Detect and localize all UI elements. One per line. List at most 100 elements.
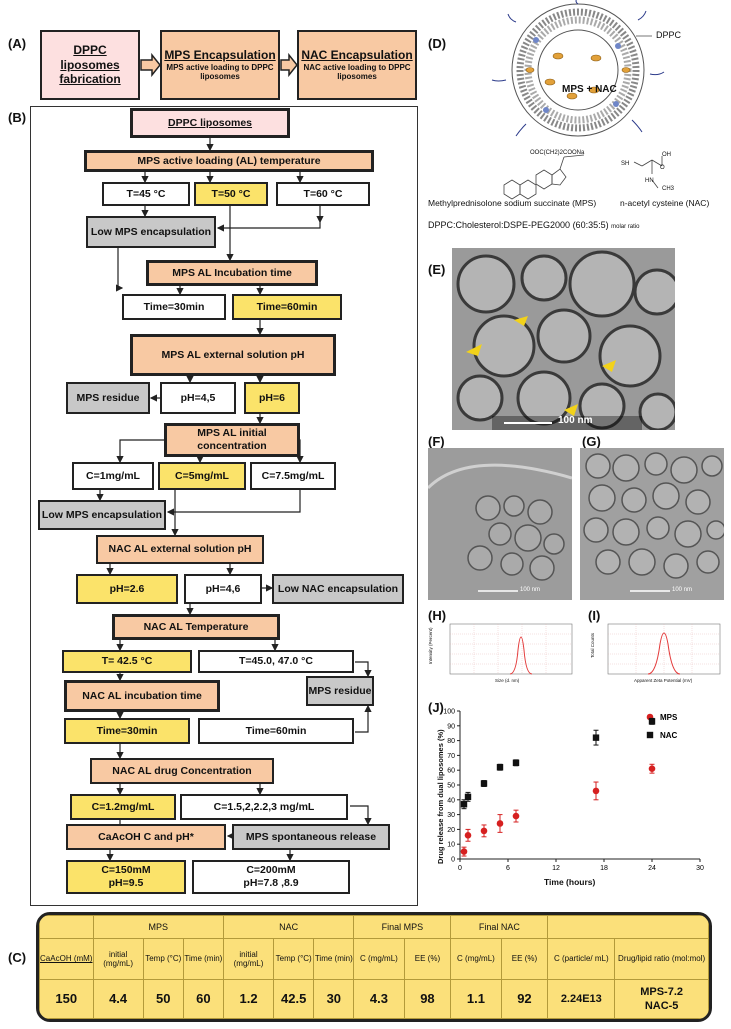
legend-marker-nac: [646, 731, 654, 739]
nac-hn-text: HN: [645, 178, 654, 184]
nac-ch3-text: CH3: [662, 186, 675, 192]
nac-point: [460, 801, 468, 808]
ntime60-label: Time=60min: [245, 724, 307, 737]
t60-label: T=60 °C: [303, 187, 343, 200]
zeta-plot-xlabel: Apparent Zeta Potential (mV): [634, 678, 693, 683]
ntime30-box: Time=30min: [64, 718, 190, 744]
nac-incubation-time-box: NAC AL incubation time: [64, 680, 220, 712]
y-tick-label: 80: [447, 738, 455, 745]
value-drug-lipid-nac: NAC-5: [644, 999, 679, 1012]
mps-formula-text: OOC(CH2)2COONa: [530, 150, 585, 156]
panel-label-c: (C): [8, 950, 27, 965]
low-mps-encapsulation-box-2: Low MPS encapsulation: [38, 500, 166, 530]
col-header-drug-lipid: Drug/lipid ratio (mol:mol): [614, 937, 709, 980]
x-tick-label: 0: [458, 865, 462, 872]
step-dppc-fabrication: DPPC liposomes fabrication: [40, 30, 140, 100]
value-mps-initial: 4.4: [92, 978, 144, 1019]
value-final-nac-c: 1.1: [450, 978, 502, 1019]
mps-concentration-label: MPS AL initial concentration: [197, 427, 267, 452]
value-final-mps-c: 4.3: [353, 978, 405, 1019]
col-header-final-mps-c: C (mg/mL): [353, 937, 405, 980]
t45-47-label: T=45.0, 47.0 °C: [239, 655, 313, 668]
ph45-label: pH=4,5: [180, 391, 216, 404]
mps-residue-1-label: MPS residue: [76, 391, 140, 404]
c200-label: C=200mM: [246, 864, 296, 877]
mps-residue-2-label: MPS residue: [308, 684, 372, 697]
c1-label: C=1mg/mL: [86, 469, 140, 482]
ph46-box: pH=4,6: [184, 574, 262, 604]
mps-ph-label: MPS AL external solution pH: [161, 348, 305, 361]
mps-name-label: Methylprednisolone sodium succinate (MPS…: [428, 198, 597, 208]
panel-label-f: (F): [428, 434, 445, 449]
flowchart-frame: [30, 106, 418, 906]
parameters-table-grid: MPS NAC Final MPS Final NAC CaAcOH (mM) …: [39, 915, 709, 1019]
nac-point: [592, 734, 600, 741]
mps-point: [480, 827, 488, 835]
nac-temperature-box: NAC AL Temperature: [112, 614, 280, 640]
mps-residue-box-2: MPS residue: [306, 676, 374, 706]
mps-temperature-box: MPS active loading (AL) temperature: [84, 150, 374, 172]
step-mps-encapsulation: MPS Encapsulation MPS active loading to …: [160, 30, 280, 100]
c12-box: C=1.2mg/mL: [70, 794, 176, 820]
nac-point: [496, 764, 504, 771]
vesicles-g: [583, 452, 724, 592]
t45-label: T=45 °C: [126, 187, 166, 200]
panel-label-h: (H): [428, 608, 447, 623]
legend-label-nac: NAC: [660, 731, 678, 740]
ph6-label: pH=6: [259, 391, 285, 404]
zeta-potential-plot: [607, 623, 721, 675]
panel-label-a: (A): [8, 36, 27, 51]
cryo-tem-image-g: 100 nm: [580, 448, 724, 600]
mps-concentration-box: MPS AL initial concentration: [164, 423, 300, 457]
legend-label-mps: MPS: [660, 713, 678, 722]
x-tick-label: 6: [506, 865, 510, 872]
panel-label-d: (D): [428, 36, 447, 51]
ph45-box: pH=4,5: [160, 382, 236, 414]
size-plot-ylabel: Intensity (Percent): [428, 627, 433, 664]
mps-point: [460, 848, 468, 855]
mps-spontaneous-label: MPS spontaneous release: [245, 830, 377, 843]
mps-incubation-time-label: MPS AL Incubation time: [172, 266, 292, 279]
nac-sh-text: SH: [621, 161, 630, 167]
y-tick-label: 90: [447, 723, 455, 730]
step-mps-title: MPS Encapsulation: [164, 48, 276, 63]
scale-label-f: 100 nm: [520, 587, 541, 593]
mps-point: [512, 812, 520, 820]
col-header-mps-temp: Temp (°C): [142, 937, 184, 980]
col-header-nac-temp: Temp (°C): [273, 937, 315, 980]
col-header-mps-time: Time (min): [182, 937, 224, 980]
flowchart-connectors: [96, 138, 372, 862]
panel-label-b: (B): [8, 110, 27, 125]
ph95-label: pH=9.5: [108, 877, 144, 889]
t45-47-box: T=45.0, 47.0 °C: [198, 650, 354, 673]
y-tick-label: 100: [443, 709, 455, 716]
x-tick-label: 24: [648, 865, 656, 872]
ph46-label: pH=4,6: [205, 582, 241, 595]
step-nac-sub: NAC active loading to DPPC liposomes: [303, 62, 411, 82]
liposome-diagram: [491, 0, 665, 137]
group-header-final-mps: Final MPS: [353, 915, 452, 939]
mps-spontaneous-release-box: MPS spontaneous release: [232, 824, 390, 850]
c5-label: C=5mg/mL: [175, 469, 229, 482]
group-header-blank: [547, 915, 709, 939]
value-final-nac-ee: 92: [500, 978, 549, 1019]
mps-nac-center-label: MPS + NAC: [562, 84, 617, 95]
mps-point: [592, 787, 600, 795]
c5-box: C=5mg/mL: [158, 462, 246, 490]
scale-label-g: 100 nm: [672, 587, 693, 593]
lipid-ratio-unit: molar ratio: [611, 224, 640, 230]
ntime60-box: Time=60min: [198, 718, 354, 744]
parameters-table: MPS NAC Final MPS Final NAC CaAcOH (mM) …: [36, 912, 712, 1022]
c12-label: C=1.2mg/mL: [91, 800, 155, 813]
group-header-nac: NAC: [222, 915, 355, 939]
c150-box: C=150mM pH=9.5: [66, 860, 186, 894]
nac-o-text: O: [660, 165, 665, 171]
ph78-label: pH=7.8 ,8.9: [243, 877, 299, 889]
nac-incubation-time-label: NAC AL incubation time: [82, 689, 202, 702]
panel-label-g: (G): [582, 434, 601, 449]
x-tick-label: 12: [552, 865, 560, 872]
low-nac-encapsulation-box: Low NAC encapsulation: [272, 574, 404, 604]
col-header-final-nac-ee: EE (%): [500, 937, 549, 980]
zeta-plot-ylabel: Total Counts: [590, 632, 595, 658]
nac-concentration-label: NAC AL drug Concentration: [112, 764, 252, 777]
